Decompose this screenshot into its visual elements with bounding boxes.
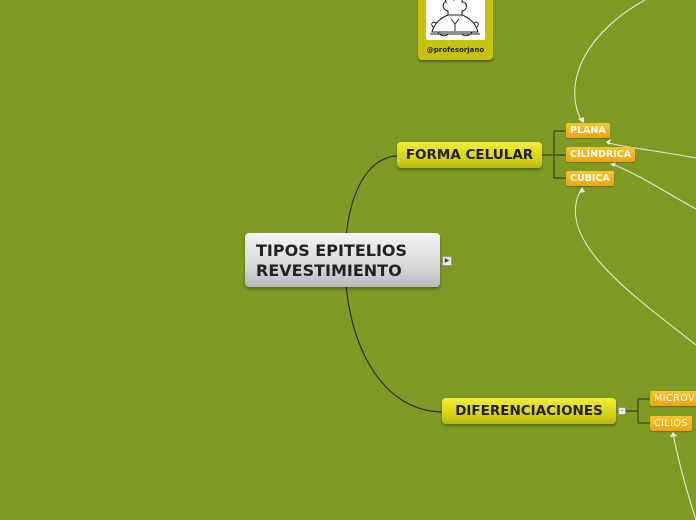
bracket-forma xyxy=(542,130,566,179)
relation-cilindrica-2 xyxy=(611,163,696,210)
arrowhead-cilindrica-2 xyxy=(610,162,616,167)
topic-diferenciaciones[interactable]: DIFERENCIACIONES xyxy=(442,398,616,424)
topic-diferenciaciones-label: DIFERENCIACIONES xyxy=(455,403,603,419)
expand-toggle-icon[interactable]: ▶ xyxy=(442,256,452,266)
logo-caption: @profesorjano xyxy=(426,46,485,54)
subtopic-cilios[interactable]: CILIOS xyxy=(650,416,693,431)
subtopic-cubica[interactable]: CÚBICA xyxy=(566,171,614,186)
subtopic-plana[interactable]: PLANA xyxy=(566,123,610,138)
relation-cilindrica xyxy=(607,142,696,159)
collapse-toggle-icon[interactable]: – xyxy=(618,407,626,415)
central-topic-label: TIPOS EPITELIOS REVESTIMIENTO xyxy=(256,241,408,280)
central-topic[interactable]: TIPOS EPITELIOS REVESTIMIENTO xyxy=(245,233,440,287)
logo-card[interactable]: @profesorjano xyxy=(418,0,493,60)
topic-forma-celular-label: FORMA CELULAR xyxy=(405,147,534,163)
relation-cilios xyxy=(672,432,696,520)
relation-cubica xyxy=(574,187,696,346)
link-central-diferenciaciones xyxy=(344,261,444,413)
arrowhead-cilindrica xyxy=(606,139,611,145)
subtopic-microvellosidades[interactable]: MICROVELLOSIDADES xyxy=(650,391,696,406)
chef-illustration-icon xyxy=(426,0,485,40)
subtopic-cilindrica[interactable]: CILÍNDRICA xyxy=(566,147,636,162)
arrowhead-cubica xyxy=(579,187,585,193)
relation-plana xyxy=(574,0,646,123)
arrowhead-cilios xyxy=(670,432,677,437)
bracket-diferenciaciones xyxy=(626,398,650,424)
topic-forma-celular[interactable]: FORMA CELULAR xyxy=(397,142,542,168)
arrowhead-plana xyxy=(578,117,584,123)
